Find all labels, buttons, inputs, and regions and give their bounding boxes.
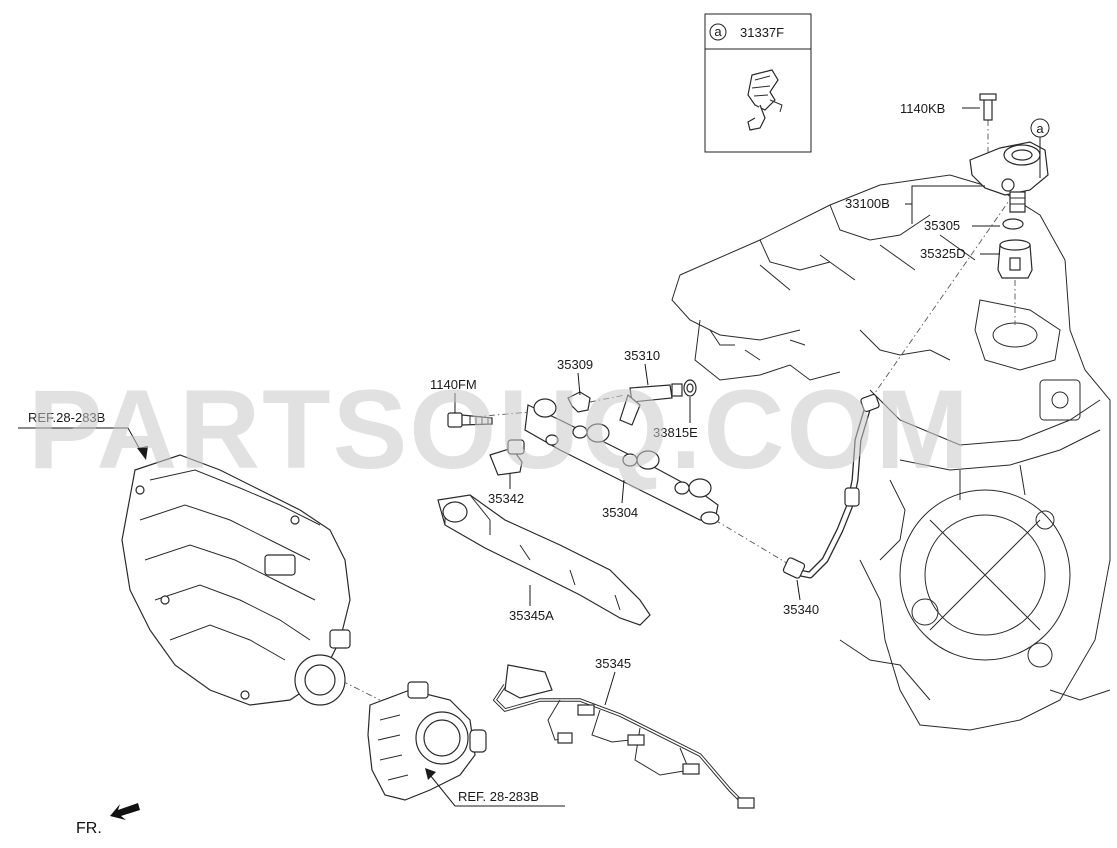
injector-35310: [619, 383, 683, 426]
bolt-1140FM: [447, 412, 493, 428]
svg-text:REF. 28-283B: REF. 28-283B: [458, 789, 539, 804]
front-arrow-icon: [110, 803, 140, 820]
callout-labels: 1140KB 33100B 35305 35325D 35309 35310 1…: [430, 101, 1000, 706]
label-35304: 35304: [602, 505, 638, 520]
label-1140FM: 1140FM: [430, 377, 477, 392]
ref-bottom[interactable]: REF. 28-283B: [425, 768, 565, 807]
ref-top[interactable]: REF.28-283B: [18, 410, 148, 460]
intake-manifold: [121, 454, 351, 706]
hp-fuel-pipe-35340: [782, 393, 880, 579]
throttle-body: [367, 681, 487, 801]
inset-marker-circle: [709, 23, 727, 41]
pressure-sensor-35342: [489, 439, 525, 476]
clip-31337F-illustration: [747, 69, 783, 131]
o-ring-35305: [1002, 218, 1024, 230]
pump-marker: a: [1036, 121, 1044, 136]
label-35310: 35310: [624, 348, 660, 363]
pump-lifter-35325D: [997, 239, 1033, 279]
engine-block: [671, 174, 1111, 731]
label-35345: 35345: [595, 656, 631, 671]
wiring-harness-35345: [492, 664, 755, 809]
fuel-rail-35304: [524, 398, 720, 525]
inset-box-31337F: a 31337F: [704, 13, 812, 153]
label-33100B: 33100B: [845, 196, 890, 211]
label-35342: 35342: [488, 491, 524, 506]
label-35345A: 35345A: [509, 608, 554, 623]
watermark: PARTSOUQ.COM: [28, 367, 971, 492]
inset-marker: a: [714, 24, 722, 39]
label-35309: 35309: [557, 357, 593, 372]
front-indicator-label: FR.: [76, 820, 102, 837]
label-33815E: 33815E: [653, 425, 698, 440]
high-pressure-pump: a: [969, 93, 1050, 213]
label-1140KB: 1140KB: [900, 101, 945, 116]
rail-insulator-35345A: [437, 494, 651, 626]
label-35305: 35305: [924, 218, 960, 233]
front-indicator: FR.: [76, 803, 140, 837]
inset-part-number: 31337F: [740, 25, 784, 40]
svg-text:REF.28-283B: REF.28-283B: [28, 410, 105, 425]
seal-33815E: [683, 379, 697, 397]
label-35340: 35340: [783, 602, 819, 617]
label-35325D: 35325D: [920, 246, 966, 261]
